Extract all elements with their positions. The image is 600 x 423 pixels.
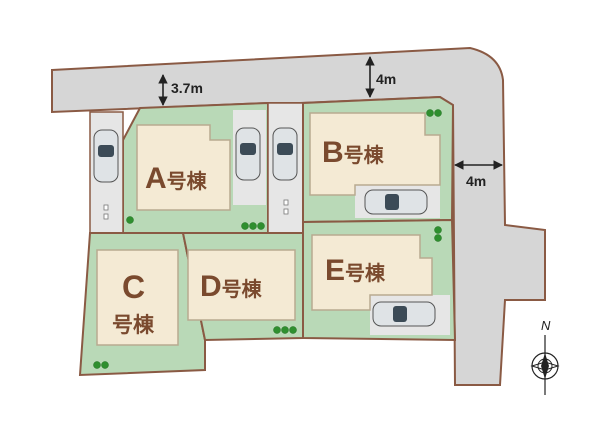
lot-a-house	[136, 124, 231, 211]
lot-d-house	[187, 249, 296, 321]
lot-b-house	[309, 112, 441, 196]
lot-d[interactable]: D号棟	[181, 232, 304, 342]
east-road-width-label: 4m	[466, 173, 486, 189]
car-left-driveway-icon	[93, 129, 119, 183]
lot-a-label: A号棟	[145, 162, 208, 195]
lot-c-letter: C	[122, 269, 145, 305]
lot-e-label: E号棟	[325, 254, 386, 287]
car-lot-a-icon	[235, 127, 261, 181]
north-east-road-width-label: 4m	[376, 71, 396, 87]
compass-icon: N	[530, 318, 560, 395]
car-lot-b-icon	[364, 189, 428, 215]
lot-b-label: B号棟	[322, 136, 385, 169]
bollards	[103, 199, 289, 220]
car-lot-e-icon	[372, 301, 436, 327]
car-central-icon	[272, 127, 298, 181]
trees	[93, 109, 442, 369]
lot-e-house	[311, 234, 433, 311]
north-road-width-label: 3.7m	[171, 80, 203, 96]
lot-c[interactable]: C 号棟	[78, 232, 206, 377]
lot-c-suffix: 号棟	[112, 313, 155, 337]
lot-d-label: D号棟	[200, 270, 263, 303]
lot-c-house	[96, 249, 179, 346]
compass-north-label: N	[541, 318, 551, 333]
